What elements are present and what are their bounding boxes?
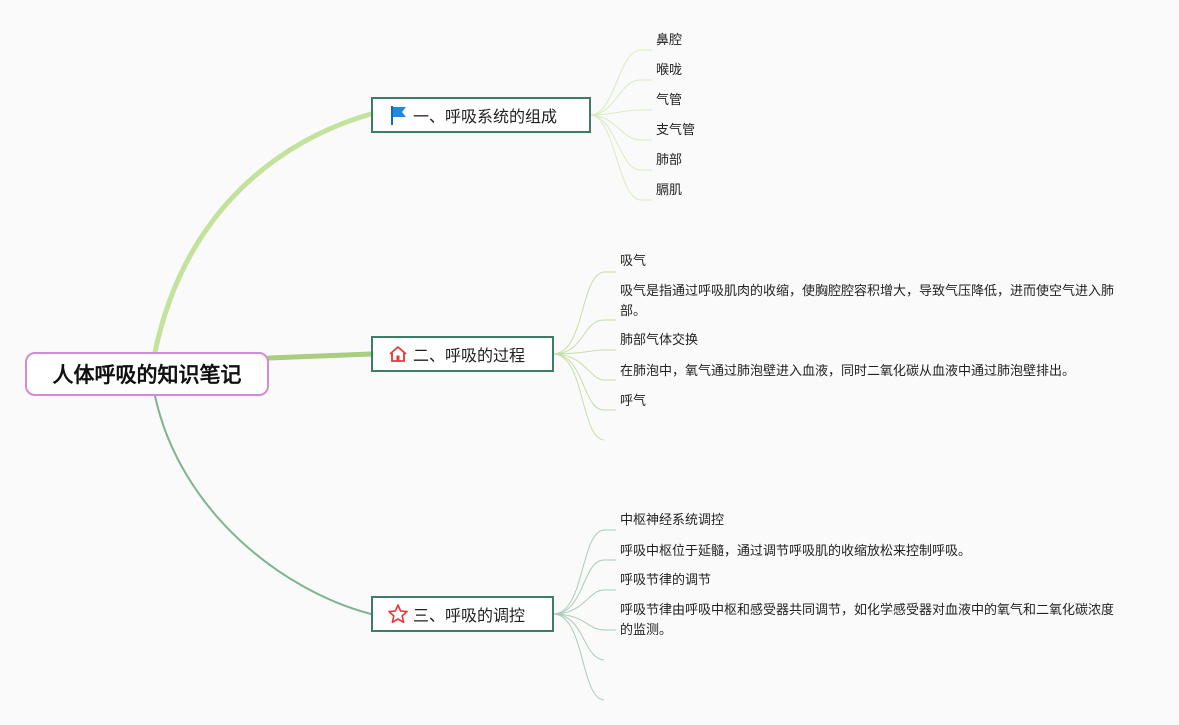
leaf-topic[interactable]: 肺部气体交换 — [620, 333, 699, 348]
leaf-topic[interactable]: 支气管 — [656, 123, 696, 138]
leaf-topic[interactable]: 气管 — [656, 93, 683, 108]
branch-topic-label: 二、呼吸的过程 — [413, 346, 526, 365]
leaf-topic[interactable]: 呼吸节律由呼吸中枢和感受器共同调节，如化学感受器对血液中的氧气和二氧化碳浓度的监… — [620, 603, 1115, 638]
leaf-topic[interactable]: 吸气 — [620, 254, 647, 269]
leaf-topic[interactable]: 吸气是指通过呼吸肌肉的收缩，使胸腔腔容积增大，导致气压降低，进而使空气进入肺部。 — [620, 284, 1115, 319]
branch-1-connector — [152, 111, 374, 355]
leaf-topic[interactable]: 肺部 — [656, 153, 683, 168]
leaf-topic[interactable]: 膈肌 — [656, 183, 683, 198]
branch-3-leaf-connectors — [552, 529, 616, 701]
branch-topic-regulation[interactable]: 三、呼吸的调控 — [371, 596, 554, 632]
root-topic[interactable]: 人体呼吸的知识笔记 — [25, 352, 269, 396]
branch-1-leaf-connectors — [589, 49, 652, 201]
leaf-topic[interactable]: 在肺泡中，氧气通过肺泡壁进入血液，同时二氧化碳从血液中通过肺泡壁排出。 — [620, 364, 1076, 379]
star-icon — [387, 603, 409, 625]
leaf-topic[interactable]: 呼气 — [620, 394, 647, 409]
root-topic-label: 人体呼吸的知识笔记 — [52, 363, 242, 387]
leaf-topic[interactable]: 中枢神经系统调控 — [620, 513, 725, 528]
branch-topic-label: 一、呼吸系统的组成 — [413, 107, 558, 126]
leaf-topic[interactable]: 喉咙 — [656, 63, 683, 78]
branch-2-leaf-connectors — [552, 271, 616, 441]
leaf-topic[interactable]: 呼吸节律的调节 — [620, 573, 712, 588]
branch-2-connector — [266, 351, 374, 361]
flag-icon — [387, 104, 409, 126]
leaf-topic[interactable]: 呼吸中枢位于延髓，通过调节呼吸肌的收缩放松来控制呼吸。 — [620, 544, 972, 559]
branch-topic-label: 三、呼吸的调控 — [413, 606, 526, 625]
leaf-topic[interactable]: 鼻腔 — [656, 33, 683, 48]
home-icon — [387, 343, 409, 365]
branch-topic-process[interactable]: 二、呼吸的过程 — [371, 336, 554, 372]
branch-3-connector — [154, 395, 372, 615]
branch-topic-composition[interactable]: 一、呼吸系统的组成 — [371, 97, 591, 133]
